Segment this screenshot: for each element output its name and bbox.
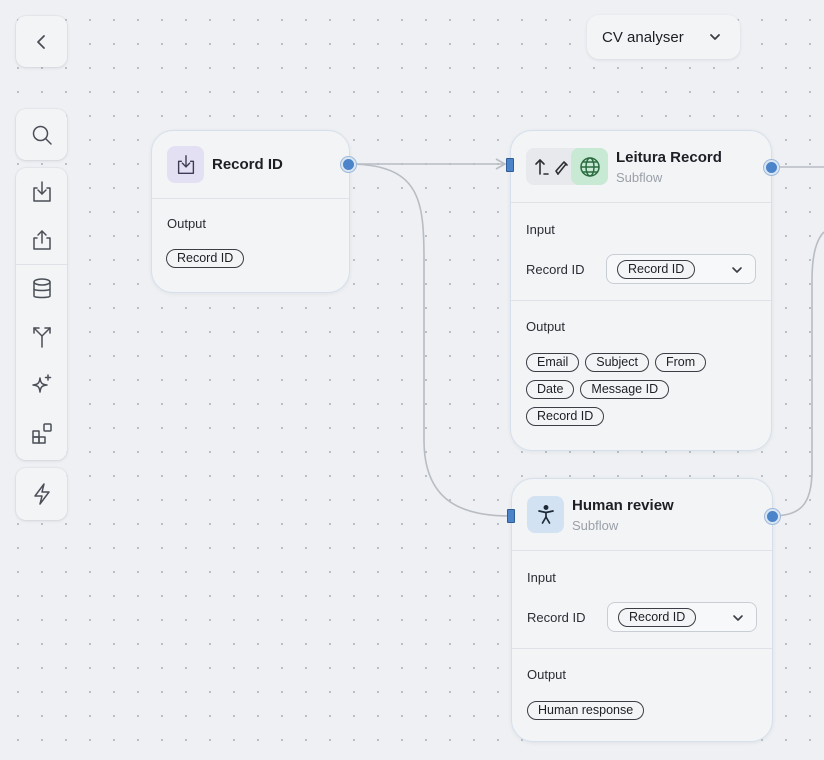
search-tool-button[interactable] bbox=[16, 109, 67, 160]
import-icon bbox=[177, 154, 194, 174]
human-icon-wrap bbox=[527, 496, 564, 533]
human-review-node[interactable]: Human review Subflow Input Record ID Rec… bbox=[511, 478, 773, 742]
database-icon bbox=[32, 278, 51, 299]
toolbar-tools-group bbox=[16, 168, 67, 460]
node-title: Record ID bbox=[212, 156, 283, 173]
selected-value-pill: Record ID bbox=[617, 259, 696, 279]
input-field-row: Record ID Record ID bbox=[527, 602, 757, 632]
output-pill-subject[interactable]: Subject bbox=[585, 353, 649, 372]
output-section: Output Email Subject From Date Message I… bbox=[511, 301, 771, 451]
widgets-icon bbox=[31, 423, 52, 444]
ai-tool-button[interactable] bbox=[16, 361, 67, 409]
chevron-left-icon bbox=[36, 34, 45, 49]
node-header: Record ID bbox=[152, 131, 349, 199]
output-pill-email[interactable]: Email bbox=[526, 353, 580, 372]
output-pill[interactable]: Record ID bbox=[166, 249, 245, 268]
sparkle-icon bbox=[31, 374, 51, 393]
node-title: Leitura Record bbox=[616, 149, 722, 166]
leitura-output-port[interactable] bbox=[764, 160, 779, 175]
edge-arrowhead bbox=[495, 158, 507, 170]
app-name: CV analyser bbox=[602, 28, 684, 46]
output-pills: Human response bbox=[527, 701, 645, 720]
chevron-down-icon bbox=[732, 267, 742, 273]
toolbar-search-group bbox=[16, 109, 67, 160]
record-id-output-port[interactable] bbox=[341, 157, 356, 172]
database-tool-button[interactable] bbox=[16, 265, 67, 313]
leitura-input-port[interactable] bbox=[506, 158, 514, 172]
node-title: Human review bbox=[572, 497, 674, 514]
output-label: Output bbox=[527, 667, 567, 682]
widgets-tool-button[interactable] bbox=[16, 409, 67, 457]
field-label: Record ID bbox=[527, 609, 586, 625]
output-pill-from[interactable]: From bbox=[654, 353, 707, 372]
edge-record-to-human bbox=[347, 163, 511, 517]
output-pills: Record ID bbox=[166, 249, 245, 268]
record-id-select[interactable]: Record ID bbox=[606, 254, 756, 284]
input-section: Input Record ID Record ID bbox=[511, 203, 771, 301]
input-label: Input bbox=[526, 222, 555, 237]
accessibility-person-icon bbox=[537, 504, 554, 524]
output-label: Output bbox=[167, 216, 207, 231]
input-label: Input bbox=[527, 570, 556, 585]
trigger-tool-button[interactable] bbox=[16, 468, 67, 520]
leitura-record-node[interactable]: Leitura Record Subflow Input Record ID R… bbox=[510, 130, 772, 451]
selected-value-pill: Record ID bbox=[618, 607, 697, 627]
import-icon bbox=[32, 181, 51, 202]
human-review-output-port[interactable] bbox=[765, 509, 780, 524]
chevron-down-icon bbox=[733, 615, 743, 621]
search-icon bbox=[32, 125, 52, 145]
human-review-input-port[interactable] bbox=[507, 509, 515, 523]
globe-icon bbox=[579, 156, 600, 177]
node-subtitle: Subflow bbox=[572, 518, 619, 533]
export-tool-button[interactable] bbox=[16, 216, 67, 264]
node-subtitle: Subflow bbox=[616, 170, 663, 185]
upload-cursor-icon bbox=[535, 159, 568, 175]
field-label: Record ID bbox=[526, 261, 585, 277]
output-label: Output bbox=[526, 319, 566, 334]
app-selector[interactable]: CV analyser bbox=[587, 15, 740, 59]
output-pill-record-id[interactable]: Record ID bbox=[526, 407, 605, 426]
output-section: Output Human response bbox=[512, 649, 772, 739]
input-field-row: Record ID Record ID bbox=[526, 254, 756, 284]
record-id-node[interactable]: Record ID Output Record ID bbox=[151, 130, 350, 293]
import-tool-button[interactable] bbox=[16, 168, 67, 216]
back-button[interactable] bbox=[16, 16, 67, 67]
edge-human-out bbox=[771, 231, 824, 517]
output-pill-human-response[interactable]: Human response bbox=[527, 701, 645, 720]
chevron-down-icon bbox=[710, 34, 720, 40]
input-section: Input Record ID Record ID bbox=[512, 551, 772, 649]
output-pills: Email Subject From Date Message ID Recor… bbox=[526, 353, 736, 426]
globe-icon-wrap bbox=[571, 148, 608, 185]
output-pill-message-id[interactable]: Message ID bbox=[580, 380, 670, 399]
toolbar-trigger-group bbox=[16, 468, 67, 520]
branch-tool-button[interactable] bbox=[16, 313, 67, 361]
branch-icon bbox=[32, 327, 51, 348]
lightning-icon bbox=[33, 483, 50, 505]
record-node-icon bbox=[167, 146, 204, 183]
record-id-select[interactable]: Record ID bbox=[607, 602, 757, 632]
toolbar-divider bbox=[16, 264, 67, 265]
export-icon bbox=[32, 230, 51, 250]
node-header: Leitura Record Subflow bbox=[511, 131, 771, 203]
output-pill-date[interactable]: Date bbox=[526, 380, 575, 399]
node-header: Human review Subflow bbox=[512, 479, 772, 551]
